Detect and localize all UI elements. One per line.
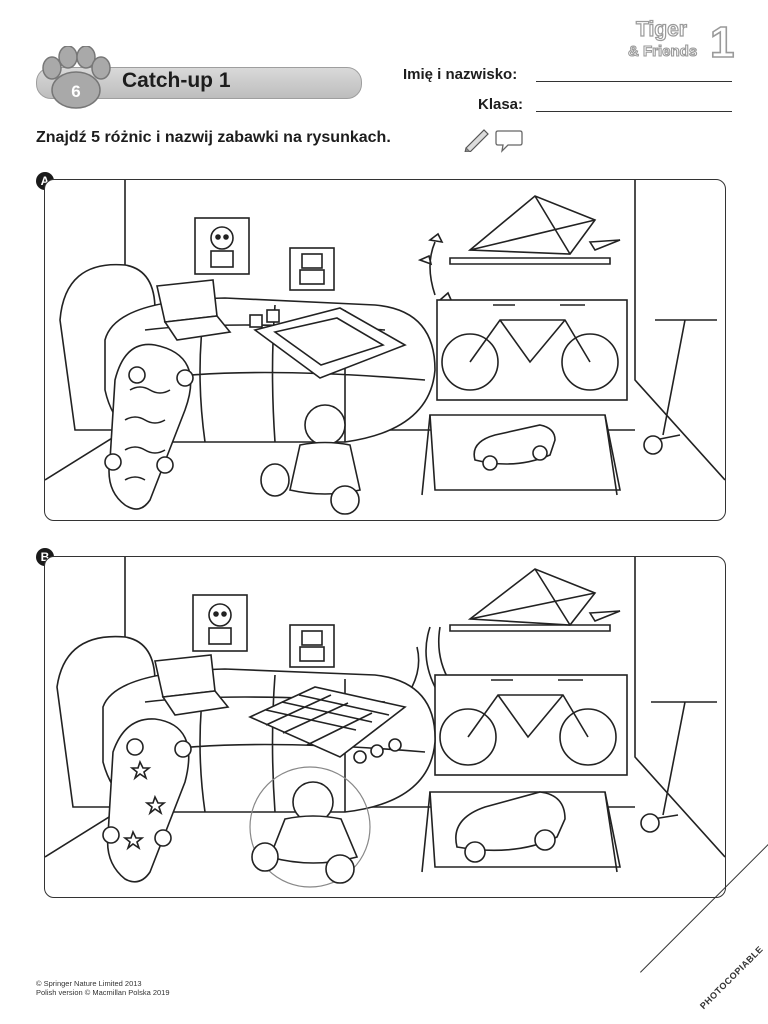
class-field[interactable] bbox=[536, 111, 732, 112]
copyright-line1: © Springer Nature Limited 2013 bbox=[36, 979, 142, 988]
laptop bbox=[154, 654, 230, 716]
room-wall-right bbox=[634, 180, 725, 481]
scene-a bbox=[44, 179, 726, 521]
photocopiable-label: PHOTOCOPIABLE bbox=[698, 944, 766, 1012]
doll bbox=[260, 404, 361, 515]
pencil-icon bbox=[464, 129, 489, 152]
class-label: Klasa: bbox=[478, 96, 524, 113]
toy-car bbox=[455, 791, 566, 863]
skateboard-stars bbox=[102, 718, 192, 883]
dice bbox=[249, 309, 280, 328]
tiger-friends-logo: Tiger & Friends 1 bbox=[627, 17, 735, 64]
robot-picture bbox=[192, 594, 248, 652]
robot-poster bbox=[289, 247, 335, 291]
scene-b bbox=[44, 556, 726, 898]
paw-icon bbox=[42, 46, 111, 109]
unit-number: 6 bbox=[71, 82, 81, 101]
copyright-line2: Polish version © Macmillan Polska 2019 bbox=[36, 988, 170, 997]
instruction-text: Znajdź 5 różnic i nazwij zabawki na rysu… bbox=[36, 129, 391, 146]
robot-picture bbox=[194, 217, 250, 275]
unit-title: Catch-up 1 bbox=[122, 69, 231, 92]
logo-line2: & Friends bbox=[628, 43, 697, 60]
kite bbox=[449, 195, 621, 265]
toy-car bbox=[473, 424, 556, 471]
skateboard-waves bbox=[104, 343, 194, 510]
laptop bbox=[156, 279, 232, 341]
bike bbox=[436, 299, 628, 401]
robot-poster bbox=[289, 624, 335, 668]
speech-bubble-icon bbox=[495, 130, 523, 153]
butterflies bbox=[417, 232, 454, 304]
name-label: Imię i nazwisko: bbox=[403, 66, 518, 83]
checkers bbox=[353, 738, 402, 764]
board-game bbox=[253, 307, 407, 379]
chess-board bbox=[248, 686, 407, 758]
room-wall-right bbox=[634, 557, 725, 858]
name-field[interactable] bbox=[536, 81, 732, 82]
copyright: © Springer Nature Limited 2013 Polish ve… bbox=[36, 979, 170, 997]
scooter bbox=[640, 701, 717, 833]
kite-with-ribbons bbox=[411, 568, 621, 728]
logo-line1: Tiger bbox=[636, 18, 687, 41]
doll-circled bbox=[249, 766, 371, 888]
logo-level: 1 bbox=[710, 18, 734, 64]
bike bbox=[434, 674, 628, 776]
scooter bbox=[643, 319, 717, 455]
